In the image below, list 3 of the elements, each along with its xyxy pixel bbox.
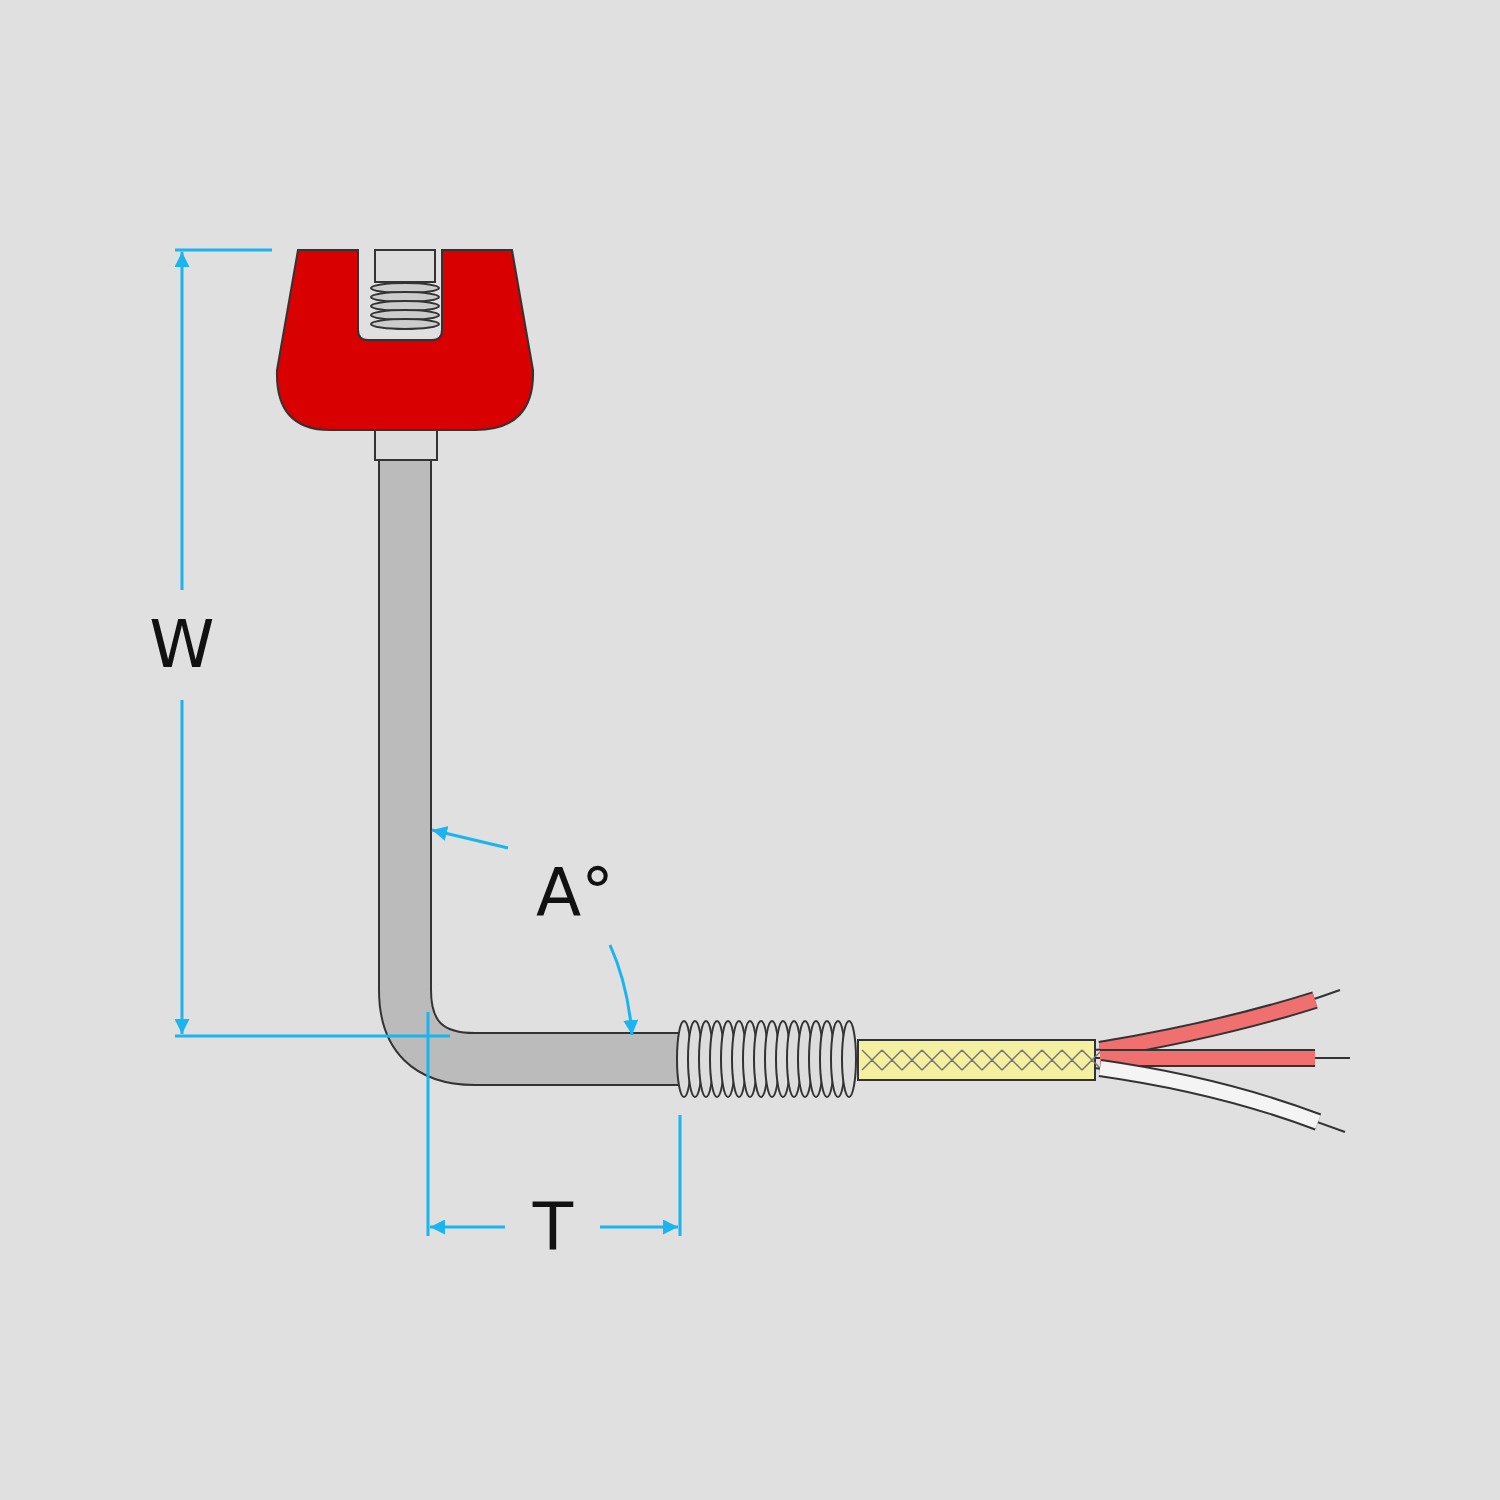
dimension-label: A° bbox=[535, 860, 615, 926]
dimension-label: T bbox=[532, 1195, 574, 1261]
dimension-label: W bbox=[149, 612, 215, 678]
